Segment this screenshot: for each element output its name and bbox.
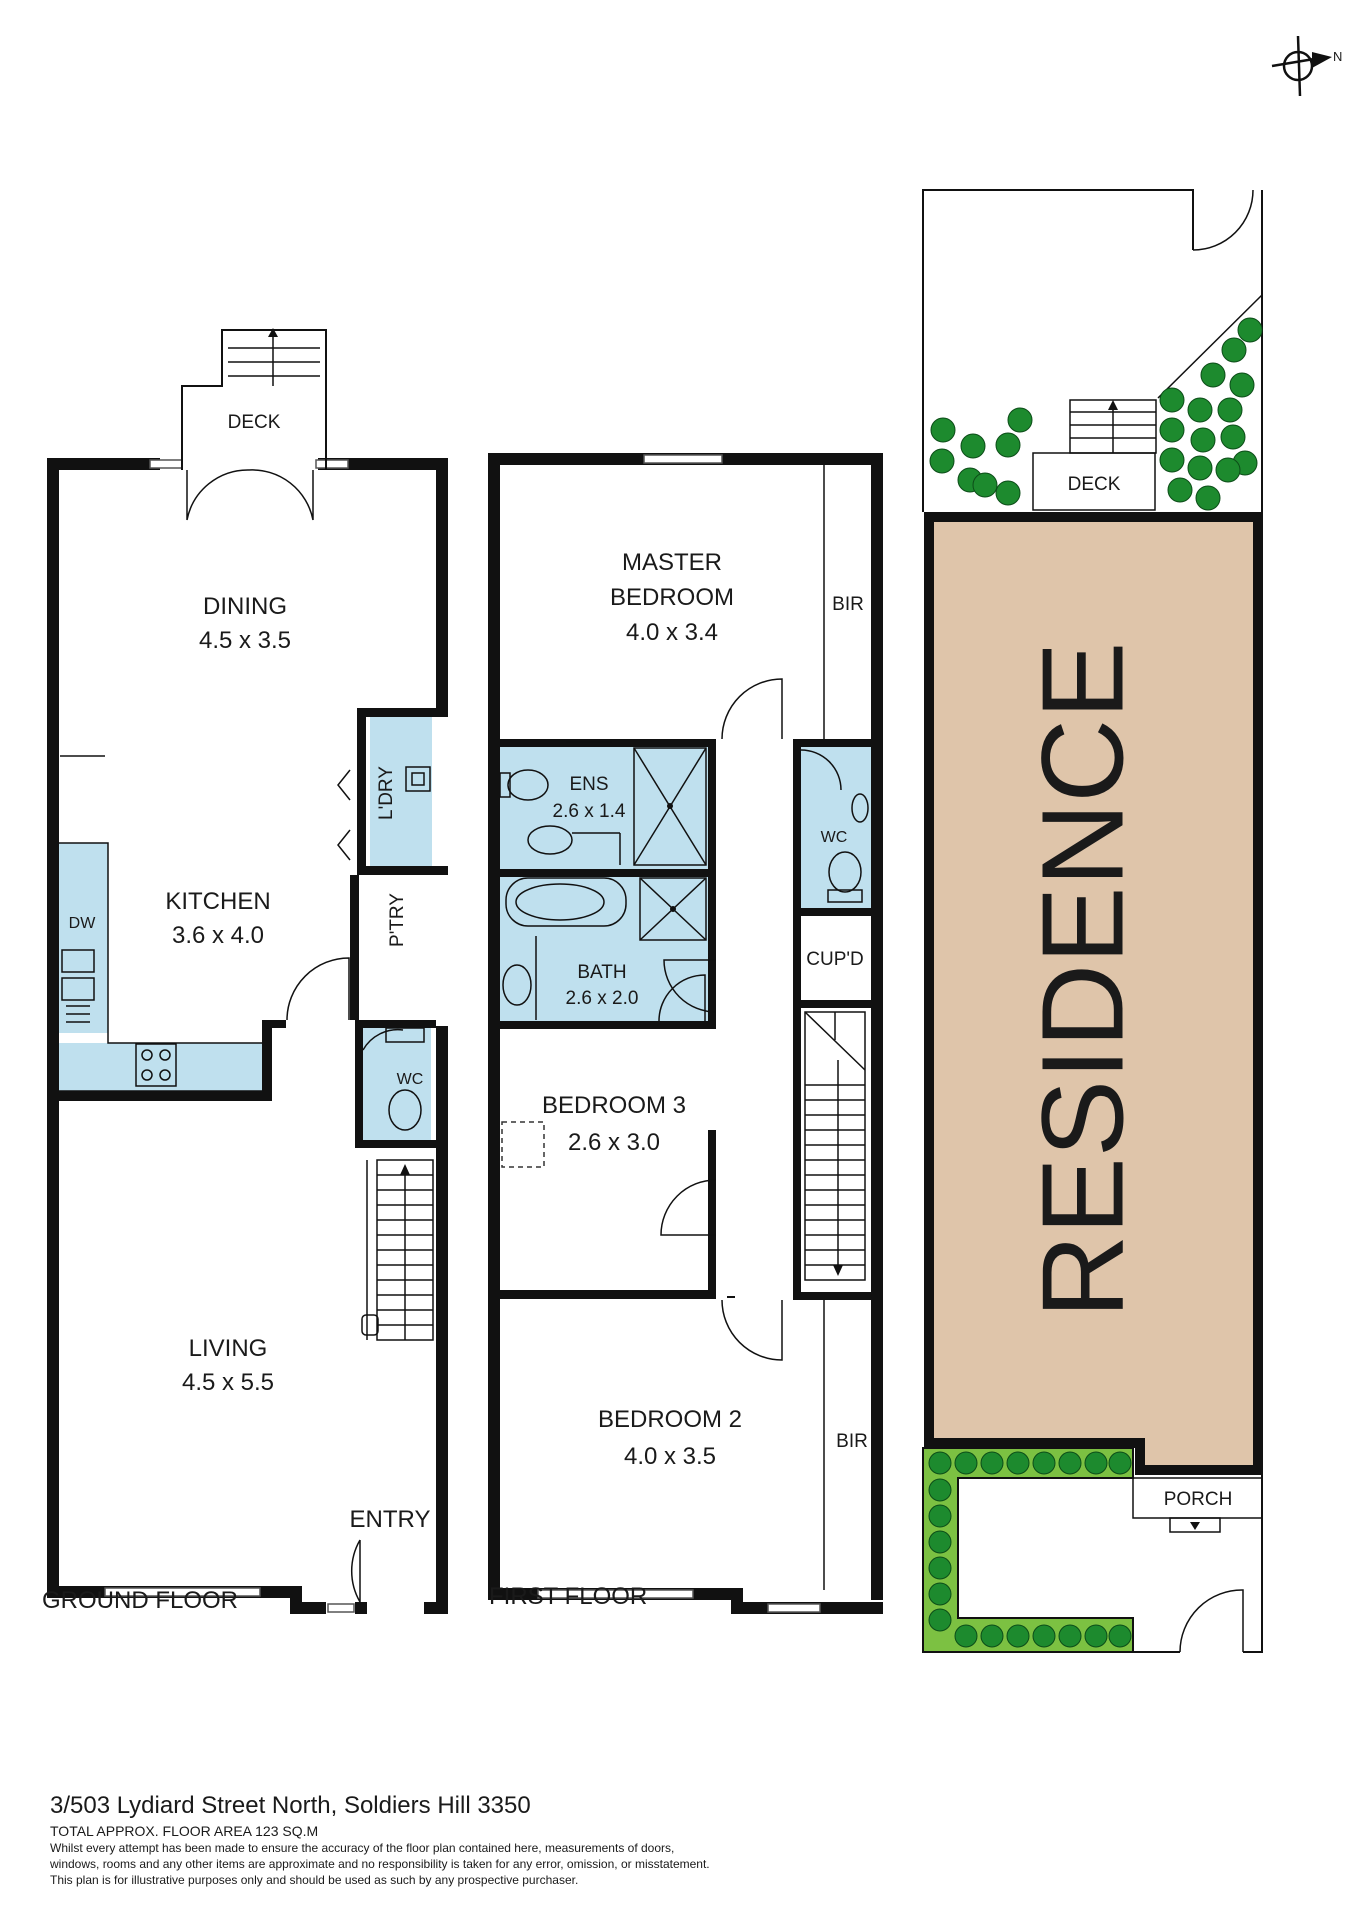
front-yard-trees	[928, 1451, 1132, 1648]
kitchen-bench-fill	[58, 843, 108, 1033]
residence-footprint	[924, 512, 1263, 1475]
living-size: 4.5 x 5.5	[182, 1369, 274, 1396]
master-label-1: MASTER	[622, 549, 722, 576]
kitchen-cooktop-bench-fill	[58, 1043, 270, 1091]
master-label-2: BEDROOM	[610, 584, 734, 611]
bir-top-label: BIR	[832, 594, 864, 615]
bath-label: BATH	[577, 962, 626, 983]
front-garden	[922, 1447, 1134, 1653]
plan-footer: 3/503 Lydiard Street North, Soldiers Hil…	[50, 1792, 1150, 1888]
ensuite-size: 2.6 x 1.4	[553, 801, 626, 822]
ground-wc-label: WC	[397, 1071, 424, 1088]
ground-floor-plan: DECK DINING 4.5 x 3.5 KITCHEN 3.6 x 4.0 …	[42, 328, 448, 1614]
porch-label: PORCH	[1164, 1489, 1233, 1510]
first-wc-fill	[797, 745, 872, 910]
kitchen-label: KITCHEN	[165, 888, 270, 915]
first-wc-label: WC	[821, 829, 848, 846]
master-size: 4.0 x 3.4	[626, 619, 718, 646]
disclaimer-line-2: windows, rooms and any other items are a…	[50, 1857, 710, 1871]
bedroom2-size: 4.0 x 3.5	[624, 1443, 716, 1470]
bir-bottom-label: BIR	[836, 1431, 868, 1452]
residence-label: RESIDENCE	[1018, 642, 1148, 1319]
kitchen-size: 3.6 x 4.0	[172, 922, 264, 949]
living-label: LIVING	[189, 1335, 268, 1362]
ground-wc-fill	[363, 1026, 431, 1142]
disclaimer-line-3: This plan is for illustrative purposes o…	[50, 1873, 579, 1887]
dining-label: DINING	[203, 593, 287, 620]
first-floor-title: FIRST FLOOR	[489, 1583, 647, 1610]
ground-stairs	[361, 1159, 434, 1341]
pantry-label: P'TRY	[387, 893, 408, 947]
property-address: 3/503 Lydiard Street North, Soldiers Hil…	[50, 1792, 531, 1819]
laundry-fill	[370, 717, 432, 867]
dishwasher-label: DW	[69, 915, 97, 932]
bedroom2-label: BEDROOM 2	[598, 1406, 742, 1433]
first-floor-plan: MASTER BEDROOM 4.0 x 3.4 BIR ENS 2.6 x 1…	[488, 453, 883, 1614]
ensuite-label: ENS	[569, 774, 608, 795]
dining-size: 4.5 x 3.5	[199, 627, 291, 654]
bedroom3-label: BEDROOM 3	[542, 1092, 686, 1119]
bedroom3-size: 2.6 x 3.0	[568, 1129, 660, 1156]
floor-area: TOTAL APPROX. FLOOR AREA 123 SQ.M	[50, 1823, 319, 1839]
ground-floor-title: GROUND FLOOR	[42, 1587, 238, 1614]
bath-size: 2.6 x 2.0	[566, 988, 639, 1009]
cupboard-label: CUP'D	[806, 949, 863, 970]
deck-label: DECK	[228, 412, 281, 433]
laundry-label: L'DRY	[376, 766, 397, 820]
first-floor-stairs	[804, 1011, 866, 1281]
living-window	[104, 1587, 261, 1597]
site-plan: DECK RESIDENCE	[922, 189, 1263, 1653]
compass-icon: N	[1271, 35, 1342, 97]
back-yard-trees	[929, 317, 1263, 511]
disclaimer-line-1: Whilst every attempt has been made to en…	[50, 1841, 675, 1855]
compass-label: N	[1333, 49, 1342, 64]
entry-label: ENTRY	[350, 1506, 431, 1533]
site-deck-label: DECK	[1068, 474, 1121, 495]
